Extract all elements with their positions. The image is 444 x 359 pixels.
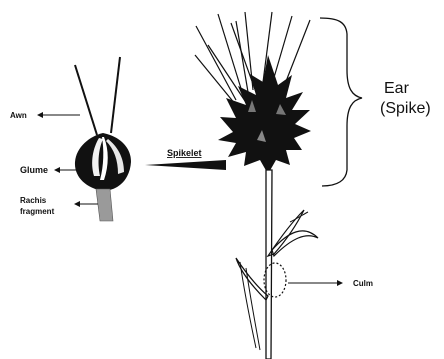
spikelet-callout: Spikelet [145, 148, 226, 170]
ear-bracket [320, 18, 362, 186]
culm-stem [266, 170, 272, 359]
awn-label: Awn [10, 111, 27, 120]
spikelet-awn-left [75, 65, 97, 135]
rachis-label-line2: fragment [20, 207, 55, 216]
ear-label-spike: (Spike) [380, 100, 431, 117]
rachis-fragment [96, 189, 113, 221]
spikelet-arrow [145, 160, 226, 170]
spikelet-awn-right [111, 57, 120, 133]
wheat-plant [195, 12, 318, 359]
rachis-label-line1: Rachis [20, 196, 47, 205]
glume-label: Glume [20, 165, 48, 175]
ear-label: Ear [384, 80, 410, 97]
upper-leaf-right [272, 231, 318, 256]
spikelet-detail [75, 57, 131, 221]
culm-label: Culm [353, 279, 373, 288]
ear-bracket-group: Ear (Spike) [320, 18, 431, 186]
culm-callout: Culm [288, 279, 373, 288]
spikelet-label: Spikelet [167, 148, 202, 158]
